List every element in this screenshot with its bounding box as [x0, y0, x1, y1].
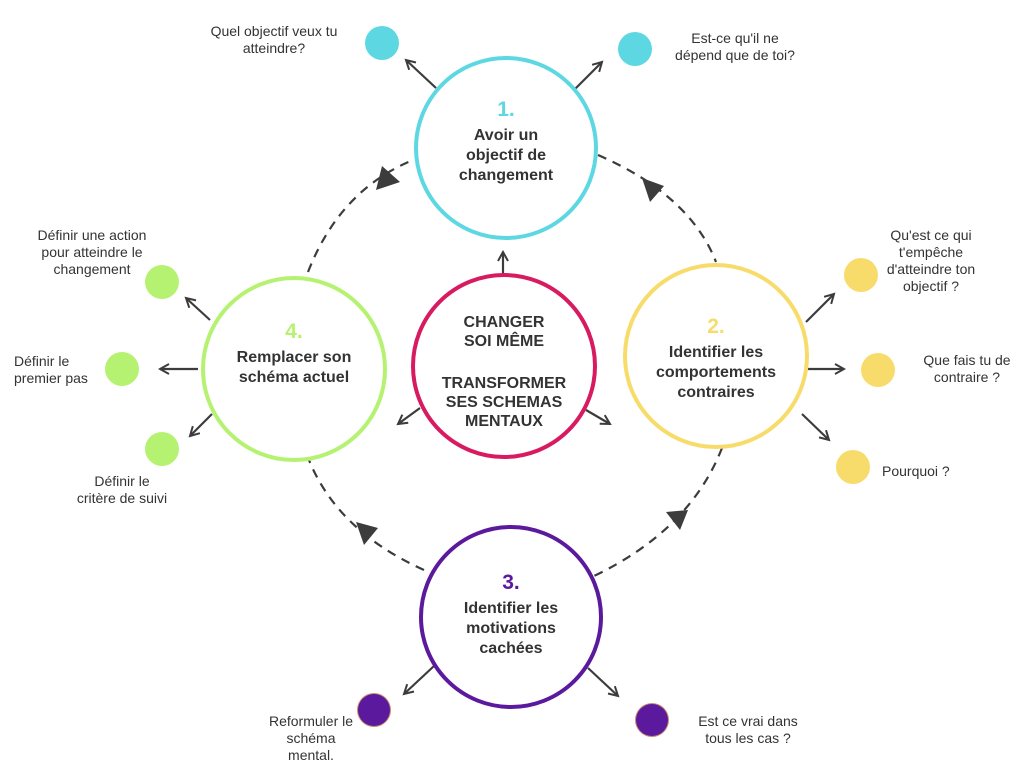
arrow-step3-q2: [587, 667, 618, 696]
center-circle: CHANGER SOI MÊME TRANSFORMER SES SCHEMAS…: [411, 273, 597, 459]
step-4-question-1-dot: [145, 265, 179, 299]
step-2-circle: 2. Identifier les comportements contrair…: [623, 263, 809, 449]
step-4-question-2-dot: [105, 352, 139, 386]
step-1-question-1-dot: [365, 26, 399, 60]
arrow-step1-q2: [573, 62, 602, 91]
step-1-question-2: Est-ce qu'il ne dépend que de toi?: [675, 30, 795, 63]
step-4-question-3: Définir le critère de suivi: [76, 473, 168, 506]
arrow-center-left: [398, 407, 421, 424]
step-4-question-1: Définir une action pour atteindre le cha…: [37, 227, 147, 277]
step-1-title: Avoir un objectif de changement: [458, 127, 554, 184]
step-1-question-2-dot: [618, 32, 652, 66]
step-2-number: 2.: [707, 315, 725, 338]
step-2-question-1-dot: [844, 258, 878, 292]
branch-arrows: [160, 60, 844, 696]
step-2-title: Identifier les comportements contraires: [655, 344, 777, 401]
cycle-segment-1-to-2: [597, 153, 718, 263]
cycle-arrowhead-1: [642, 178, 664, 202]
step-2-question-3-dot: [836, 450, 870, 484]
center-subtitle: TRANSFORMER SES SCHEMAS MENTAUX: [441, 375, 567, 430]
cycle-arrowhead-2: [666, 510, 688, 530]
cycle-arrowhead-4: [376, 166, 400, 190]
step-3-circle: 3. Identifier les motivations cachées: [419, 525, 603, 709]
step-2-question-2-dot: [861, 353, 895, 387]
step-3-title: Identifier les motivations cachées: [463, 600, 559, 657]
step-4-question-3-dot: [145, 432, 179, 466]
arrow-step4-q1: [186, 298, 211, 321]
step-1-circle: 1. Avoir un objectif de changement: [414, 56, 598, 240]
step-3-number: 3.: [502, 571, 520, 594]
cycle-segment-2-to-3: [593, 447, 724, 577]
step-4-circle: 4. Remplacer son schéma actuel: [201, 276, 387, 462]
step-4-number: 4.: [285, 320, 303, 343]
step-2-question-1: Qu'est ce qui t'empêche d'atteindre ton …: [886, 227, 976, 294]
arrow-step4-q3: [190, 413, 213, 436]
center-title: CHANGER SOI MÊME: [463, 314, 545, 350]
arrow-step3-q1: [404, 665, 435, 694]
step-3-question-1-dot: [358, 694, 390, 726]
step-1-question-1: Quel objectif veux tu atteindre?: [210, 23, 338, 56]
step-3-question-2: Est ce vrai dans tous les cas ?: [698, 713, 798, 746]
arrow-step1-q1: [406, 60, 437, 89]
cycle-arrowheads: [356, 166, 688, 545]
step-3-question-2-dot: [636, 704, 668, 736]
cycle-segment-3-to-4: [305, 454, 425, 572]
cycle-segment-4-to-1: [306, 158, 414, 273]
step-1-number: 1.: [497, 98, 515, 121]
arrow-step2-q3: [801, 413, 829, 440]
step-3-question-1: Reformuler le schéma mental.: [268, 713, 354, 763]
step-2-question-2: Que fais tu de contraire ?: [923, 352, 1011, 385]
arrow-step2-q1: [805, 294, 834, 323]
step-4-title: Remplacer son schéma actuel: [236, 349, 352, 386]
cycle-arrowhead-3: [356, 522, 378, 545]
step-2-question-3: Pourquoi ?: [882, 463, 950, 479]
arrow-center-right: [585, 409, 610, 424]
step-4-question-2: Définir le premier pas: [14, 353, 88, 386]
